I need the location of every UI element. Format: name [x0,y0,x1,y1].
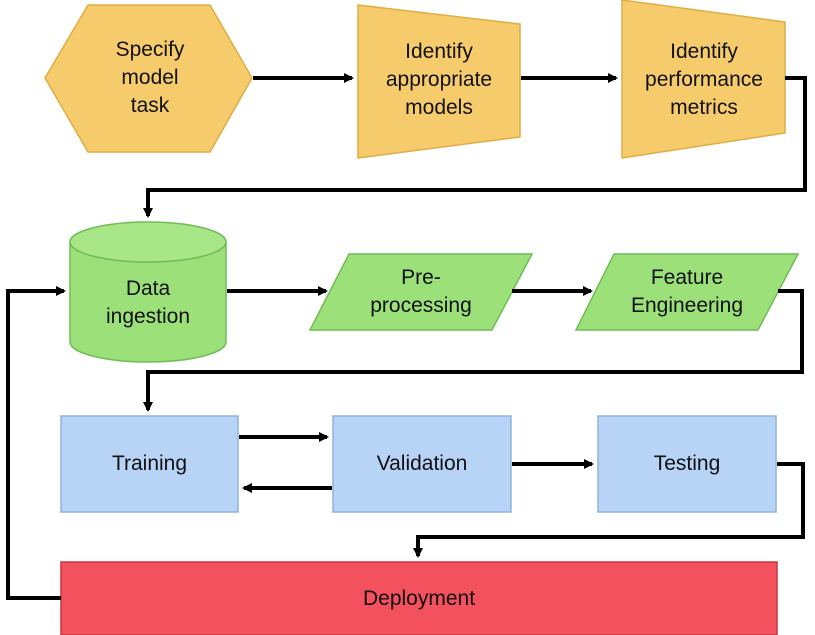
feature-engineering-parallelogram [574,253,800,331]
preprocessing-label: Pre- processing [370,266,472,317]
identify-models-label: Identify appropriate models [385,40,493,119]
validation-box [332,415,512,513]
arrow-metrics-to-data-ingestion [143,76,807,218]
validation-label: Validation [376,452,468,475]
feature-engineering-label: Feature Engineering [630,266,744,317]
preprocessing-parallelogram [308,253,534,331]
deployment-label: Deployment [362,586,476,610]
training-box [60,415,239,513]
arrow-deployment-to-data-ingestion [6,286,66,600]
training-label: Training [111,452,188,475]
data-ingestion-cylinder [69,221,227,363]
identify-metrics-label: Identify performance metrics [645,40,763,119]
identify-models-trapezoid [357,4,521,159]
data-ingestion-label: Data ingestion [105,277,191,328]
testing-label: Testing [653,452,721,475]
identify-metrics-trapezoid [621,0,786,159]
specify-model-task-hexagon [44,4,253,153]
arrow-testing-to-deployment [413,462,805,558]
testing-box [597,415,777,513]
arrow-feature-to-training [143,289,804,412]
specify-model-task-label: Specify model task [115,38,185,117]
deployment-bar [60,561,778,635]
